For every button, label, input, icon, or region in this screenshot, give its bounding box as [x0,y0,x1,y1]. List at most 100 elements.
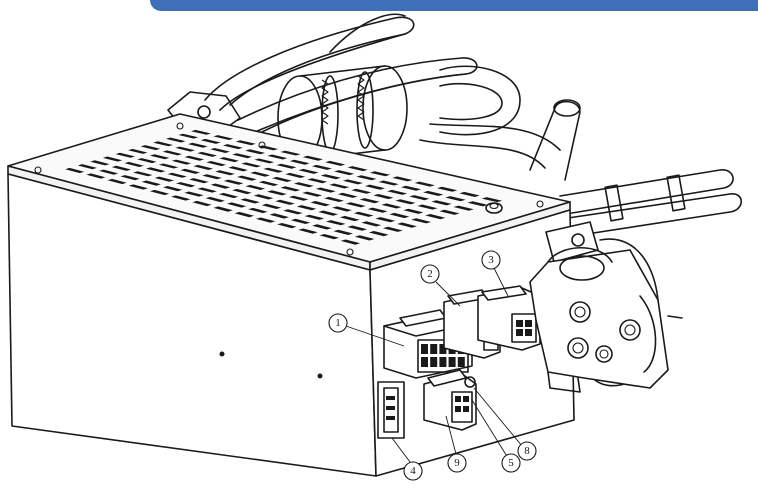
svg-text:3: 3 [488,254,494,266]
vent-slot [389,212,410,219]
vent-slot [373,194,394,200]
vent-slot [261,203,282,209]
vent-slot [165,137,186,143]
vent-slot [206,161,226,167]
vent-slot [253,194,274,200]
vent-slot [65,167,85,174]
vent-slot [180,168,200,174]
vent-slot [383,226,403,232]
connector-4-body [377,381,405,439]
vent-slot [178,133,199,139]
vent-slot [320,174,341,180]
vent-slot [365,184,385,190]
vent-slot [188,142,208,148]
connector-3-body [477,285,541,351]
vent-slot [124,161,144,167]
callout-5: 5 [501,453,521,473]
callout-8: 8 [517,441,537,461]
mounting-bracket [529,221,683,393]
svg-text:9: 9 [454,457,460,469]
vent-slot [210,148,230,153]
connector-pin [457,357,465,367]
vent-slot [223,179,244,185]
vent-slot [280,150,301,156]
vent-slot [378,180,399,186]
vent-slot [237,175,257,181]
vent-slot [347,225,368,231]
vent-slot [240,198,260,204]
vent-slot [345,202,366,208]
vent-slot [137,158,157,164]
vent-slot [347,166,368,172]
vent-slot [339,215,360,222]
vent-slot [153,141,173,147]
vent-slot [285,172,306,178]
vent-slot [414,181,435,187]
vent-slot [417,204,438,210]
vent-slot [245,184,265,190]
vent-slot [258,180,279,186]
vent-slot [171,159,192,165]
vent-slot [334,170,355,176]
vent-slot [411,218,432,224]
vent-slot [250,171,270,177]
vent-slot [431,200,452,206]
vent-slot [254,158,275,164]
connectors [377,285,541,439]
connector-pin [430,357,438,367]
svg-text:4: 4 [410,465,416,477]
vent-slot [176,182,196,188]
vent-slot [340,239,361,245]
vent-slot [425,214,446,220]
vent-slot [397,222,417,228]
vent-slot [215,170,235,176]
vent-slot [324,196,344,202]
vent-slot [154,176,174,182]
vent-slot [289,159,310,165]
vent-slot [381,203,402,209]
vent-slot [235,140,256,146]
vent-slot [107,178,127,185]
vent-slot [342,179,363,185]
vent-slot [368,231,389,237]
vent-slot [326,220,346,226]
vent-slot [184,191,204,197]
vent-slot [77,164,97,170]
vent-slot [222,144,243,150]
vent-slot [337,192,358,198]
vent-slot [184,155,205,161]
vent-slot [459,191,480,197]
vent-slot [312,224,332,230]
vent-slot [218,192,239,199]
vent-slot [481,197,503,203]
vent-slot [403,208,424,214]
vent-slot [263,167,284,173]
svg-text:8: 8 [524,445,530,457]
connector-pin [421,344,428,354]
vent-slot [395,199,416,205]
vent-slot [86,173,106,179]
vent-slot [359,198,380,204]
callout-4: 4 [403,461,423,481]
connector-pin [421,357,428,367]
vent-slot [255,217,276,223]
vent-slot [280,186,301,192]
vent-slot [293,182,314,188]
vent-slot [296,205,317,211]
vent-slot [140,145,161,151]
vent-slot [146,167,166,173]
vent-slot [226,202,247,208]
connector-pin [439,344,447,354]
vent-slot [99,169,119,175]
vent-slot [272,176,292,182]
vent-slot [102,156,123,162]
vent-slot [302,155,323,161]
vent-slot [258,145,279,151]
vent-slot [162,150,183,156]
vent-slot [467,201,488,207]
vent-slot [189,178,209,184]
svg-text:2: 2 [427,268,433,280]
vent-slot [332,206,352,212]
